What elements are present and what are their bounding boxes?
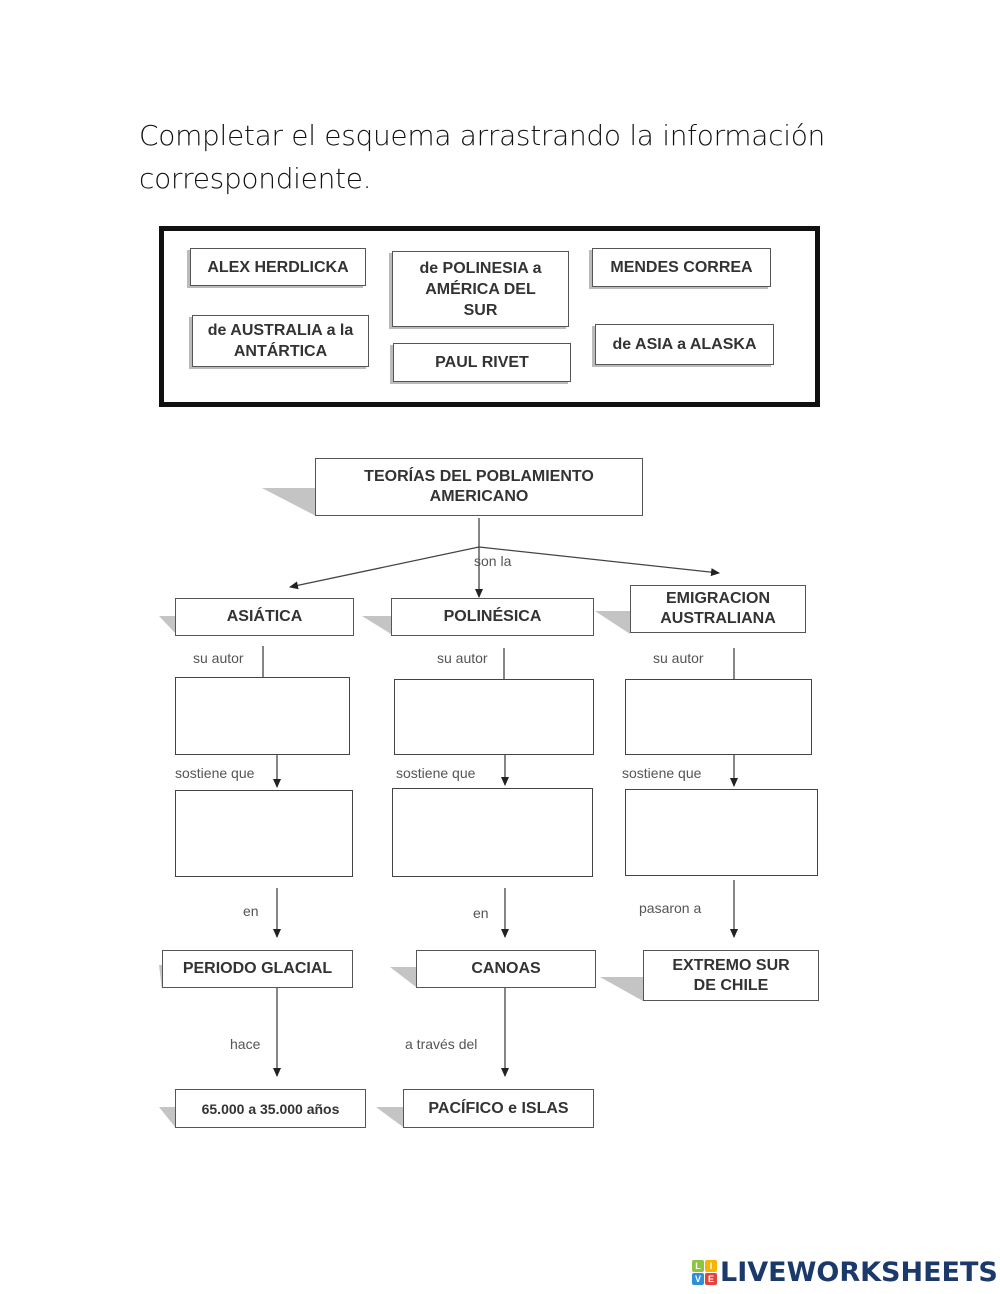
anos-shadow — [159, 1107, 175, 1127]
drop-zone-author-polinesica[interactable] — [394, 679, 594, 755]
drop-zone-author-emigracion[interactable] — [625, 679, 812, 755]
last-label-2: a través del — [405, 1036, 478, 1052]
draggable-card-mendes-correa[interactable]: MENDES CORREA — [592, 248, 771, 287]
answer-bank: ALEX HERDLICKA de POLINESIA a AMÉRICA DE… — [159, 226, 820, 407]
draggable-card-alex-herdlicka[interactable]: ALEX HERDLICKA — [190, 248, 366, 286]
live-logo-icon: L I V E — [692, 1260, 717, 1285]
instruction-text: Completar el esquema arrastrando la info… — [139, 119, 825, 195]
liveworksheets-logo: L I V E LIVEWORKSHEETS — [692, 1257, 998, 1288]
node-canoas: CANOAS — [416, 950, 596, 988]
next-label-1: en — [243, 903, 259, 919]
theory-node-emigracion: EMIGRACION AUSTRALIANA — [630, 585, 806, 633]
next-label-2: en — [473, 905, 489, 921]
draggable-card-de-asia[interactable]: de ASIA a ALASKA — [595, 324, 774, 365]
theory-node-asiatica: ASIÁTICA — [175, 598, 354, 636]
logo-letter-l: L — [692, 1260, 704, 1272]
node-65000-35000-anos: 65.000 a 35.000 años — [175, 1089, 366, 1128]
emigracion-shadow — [595, 611, 630, 634]
periodo-shadow — [159, 965, 162, 990]
node-periodo-glacial: PERIODO GLACIAL — [162, 950, 353, 988]
pacifico-shadow — [376, 1107, 403, 1127]
claim-label-3: sostiene que — [622, 765, 702, 781]
polinesica-shadow — [362, 616, 391, 634]
draggable-card-paul-rivet[interactable]: PAUL RIVET — [393, 343, 571, 382]
drop-zone-claim-emigracion[interactable] — [625, 789, 818, 876]
logo-letter-e: E — [705, 1273, 717, 1285]
author-label-1: su autor — [193, 650, 244, 666]
draggable-card-de-polinesia[interactable]: de POLINESIA a AMÉRICA DEL SUR — [392, 251, 569, 327]
last-label-1: hace — [230, 1036, 261, 1052]
extremo-shadow — [600, 977, 643, 1001]
root-shadow — [262, 488, 316, 516]
next-label-3: pasaron a — [639, 900, 702, 916]
canoas-shadow — [390, 967, 416, 987]
logo-letter-v: V — [692, 1273, 704, 1285]
node-pacifico-e-islas: PACÍFICO e ISLAS — [403, 1089, 594, 1128]
drop-zone-author-asiatica[interactable] — [175, 677, 350, 755]
theory-node-polinesica: POLINÉSICA — [391, 598, 594, 636]
claim-label-2: sostiene que — [396, 765, 476, 781]
drop-zone-claim-polinesica[interactable] — [392, 788, 593, 877]
draggable-card-de-australia[interactable]: de AUSTRALIA a la ANTÁRTICA — [192, 315, 369, 367]
root-connector-label: son la — [474, 553, 512, 569]
node-extremo-sur-de-chile: EXTREMO SUR DE CHILE — [643, 950, 819, 1001]
drop-zone-claim-asiatica[interactable] — [175, 790, 353, 877]
root-node: TEORÍAS DEL POBLAMIENTO AMERICANO — [315, 458, 643, 516]
logo-wordmark: LIVEWORKSHEETS — [720, 1257, 998, 1288]
arrow-to-asiatica — [289, 546, 480, 590]
arrow-to-emigracion — [478, 546, 720, 577]
logo-letter-i: I — [705, 1260, 717, 1272]
asiatica-shadow — [159, 616, 176, 634]
claim-label-1: sostiene que — [175, 765, 255, 781]
author-label-3: su autor — [653, 650, 704, 666]
author-label-2: su autor — [437, 650, 488, 666]
